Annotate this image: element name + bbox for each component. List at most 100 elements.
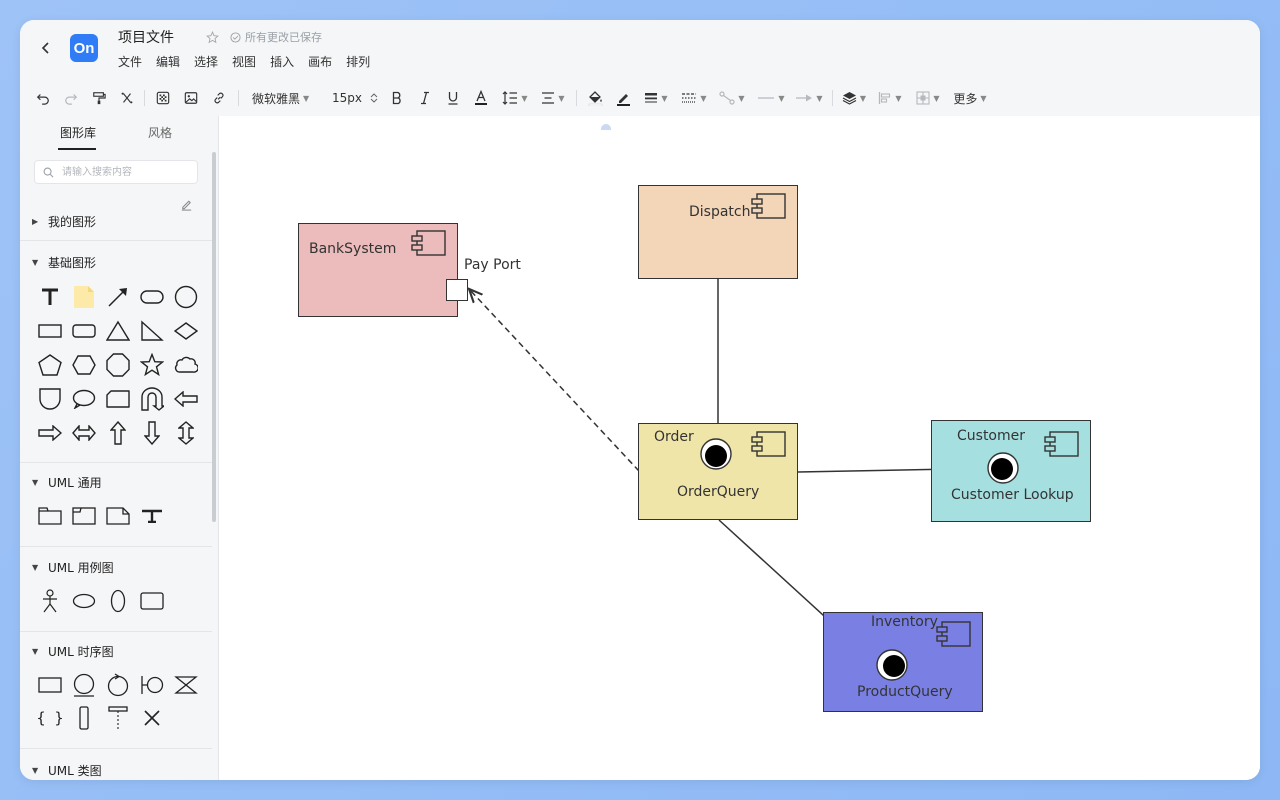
shape-vertical-double-arrow[interactable] <box>172 419 200 447</box>
italic-button[interactable] <box>416 88 434 108</box>
port-pay-port[interactable] <box>446 279 468 301</box>
fill-pattern-button[interactable] <box>154 88 172 108</box>
bold-button[interactable] <box>388 88 406 108</box>
tab-style[interactable]: 风格 <box>148 126 173 140</box>
connector-type-button[interactable]: ▼ <box>718 88 746 108</box>
shape-uml-braces[interactable]: { } <box>36 704 64 732</box>
menu-arrange[interactable]: 排列 <box>346 55 371 69</box>
shape-hexagon[interactable] <box>70 351 98 379</box>
section-uml-usecase[interactable]: ▼UML 用例图 <box>32 559 114 576</box>
search-input[interactable] <box>60 165 194 179</box>
underline-button[interactable] <box>444 88 462 108</box>
more-button[interactable]: 更多▼ <box>952 88 988 108</box>
shape-left-arrow[interactable] <box>172 385 200 413</box>
interface-ball-icon[interactable] <box>875 648 909 682</box>
shape-right-arrow[interactable] <box>36 419 64 447</box>
connector-order-to-payport[interactable] <box>470 290 640 472</box>
shape-down-arrow[interactable] <box>138 419 166 447</box>
line-color-button[interactable] <box>614 88 632 108</box>
interface-ball-icon[interactable] <box>986 451 1020 485</box>
shape-star[interactable] <box>138 351 166 379</box>
shape-right-triangle[interactable] <box>138 317 166 345</box>
diagram-canvas[interactable]: BankSystem Pay Port Dispatch Order <box>219 116 1260 780</box>
component-dispatch[interactable]: Dispatch <box>638 185 798 279</box>
section-basic-shapes[interactable]: ▼基础图形 <box>32 254 96 271</box>
font-size-stepper[interactable]: 15px <box>332 88 378 108</box>
shape-rectangle[interactable] <box>36 317 64 345</box>
section-uml-general[interactable]: ▼UML 通用 <box>32 474 102 491</box>
insert-image-button[interactable] <box>182 88 200 108</box>
shape-uml-text[interactable] <box>138 502 166 530</box>
shape-uml-vertical-usecase[interactable] <box>104 587 132 615</box>
shape-uml-package[interactable] <box>36 502 64 530</box>
section-uml-sequence[interactable]: ▼UML 时序图 <box>32 643 114 660</box>
back-button[interactable] <box>36 36 56 60</box>
menu-canvas[interactable]: 画布 <box>308 55 333 69</box>
shape-rounded-rectangle[interactable] <box>70 317 98 345</box>
shape-double-arrow[interactable] <box>70 419 98 447</box>
font-family-select[interactable]: 微软雅黑▼ <box>252 88 318 108</box>
line-end-button[interactable]: ▼ <box>794 88 824 108</box>
document-title[interactable]: 项目文件 <box>118 30 174 46</box>
shape-text[interactable] <box>36 283 64 311</box>
menu-insert[interactable]: 插入 <box>270 55 295 69</box>
canvas-top-handle[interactable] <box>601 124 611 130</box>
component-customer[interactable]: Customer Customer Lookup <box>931 420 1091 522</box>
layer-button[interactable]: ▼ <box>840 88 868 108</box>
section-uml-class[interactable]: ▼UML 类图 <box>32 762 102 779</box>
shape-pentagon[interactable] <box>36 351 64 379</box>
component-banksystem[interactable]: BankSystem <box>298 223 458 317</box>
line-spacing-button[interactable]: ▼ <box>500 88 530 108</box>
shape-uml-control[interactable] <box>104 671 132 699</box>
star-icon[interactable] <box>206 29 219 48</box>
shape-uml-usecase[interactable] <box>70 587 98 615</box>
line-weight-button[interactable]: ▼ <box>642 88 670 108</box>
component-inventory[interactable]: Inventory ProductQuery <box>823 612 983 712</box>
format-painter-button[interactable] <box>90 88 108 108</box>
shape-octagon[interactable] <box>104 351 132 379</box>
shape-leaf[interactable] <box>36 385 64 413</box>
shape-triangle[interactable] <box>104 317 132 345</box>
text-align-button[interactable]: ▼ <box>538 88 568 108</box>
shape-uml-activation[interactable] <box>70 704 98 732</box>
shape-arrow-line[interactable] <box>104 283 132 311</box>
shape-uml-actor[interactable] <box>36 587 64 615</box>
shape-callout[interactable] <box>70 385 98 413</box>
edit-icon[interactable] <box>180 196 193 215</box>
shape-circle[interactable] <box>172 283 200 311</box>
fill-color-button[interactable] <box>586 88 604 108</box>
shape-note[interactable] <box>70 283 98 311</box>
shape-rounded-pill[interactable] <box>138 283 166 311</box>
shape-uml-note[interactable] <box>104 502 132 530</box>
shape-uml-frame[interactable] <box>70 502 98 530</box>
sidebar-scrollbar[interactable] <box>212 152 216 522</box>
shape-uml-entity[interactable] <box>70 671 98 699</box>
shape-search[interactable] <box>34 160 198 184</box>
shape-card[interactable] <box>104 385 132 413</box>
section-my-shapes[interactable]: ▶我的图形 <box>32 213 96 230</box>
tab-shape-library[interactable]: 图形库 <box>60 126 97 140</box>
menu-view[interactable]: 视图 <box>232 55 257 69</box>
shape-cloud[interactable] <box>172 351 200 379</box>
shape-uml-destroy[interactable] <box>138 704 166 732</box>
shape-uml-lifeline[interactable] <box>36 671 64 699</box>
insert-link-button[interactable] <box>210 88 228 108</box>
component-order[interactable]: Order OrderQuery <box>638 423 798 520</box>
clear-format-button[interactable] <box>118 88 136 108</box>
font-color-button[interactable] <box>472 88 490 108</box>
menu-select[interactable]: 选择 <box>194 55 219 69</box>
menu-edit[interactable]: 编辑 <box>156 55 181 69</box>
shape-up-arrow[interactable] <box>104 419 132 447</box>
menu-file[interactable]: 文件 <box>118 55 143 69</box>
line-style-button[interactable]: ▼ <box>680 88 708 108</box>
shape-uml-lifeline-head[interactable] <box>104 704 132 732</box>
interface-ball-icon[interactable] <box>699 437 733 471</box>
redo-button[interactable] <box>62 88 80 108</box>
distribute-button[interactable]: ▼ <box>914 88 942 108</box>
shape-uml-system-boundary[interactable] <box>138 587 166 615</box>
shape-diamond[interactable] <box>172 317 200 345</box>
align-button[interactable]: ▼ <box>876 88 904 108</box>
line-start-button[interactable]: ▼ <box>756 88 786 108</box>
shape-uml-boundary[interactable] <box>138 671 166 699</box>
shape-uml-hourglass[interactable] <box>172 671 200 699</box>
